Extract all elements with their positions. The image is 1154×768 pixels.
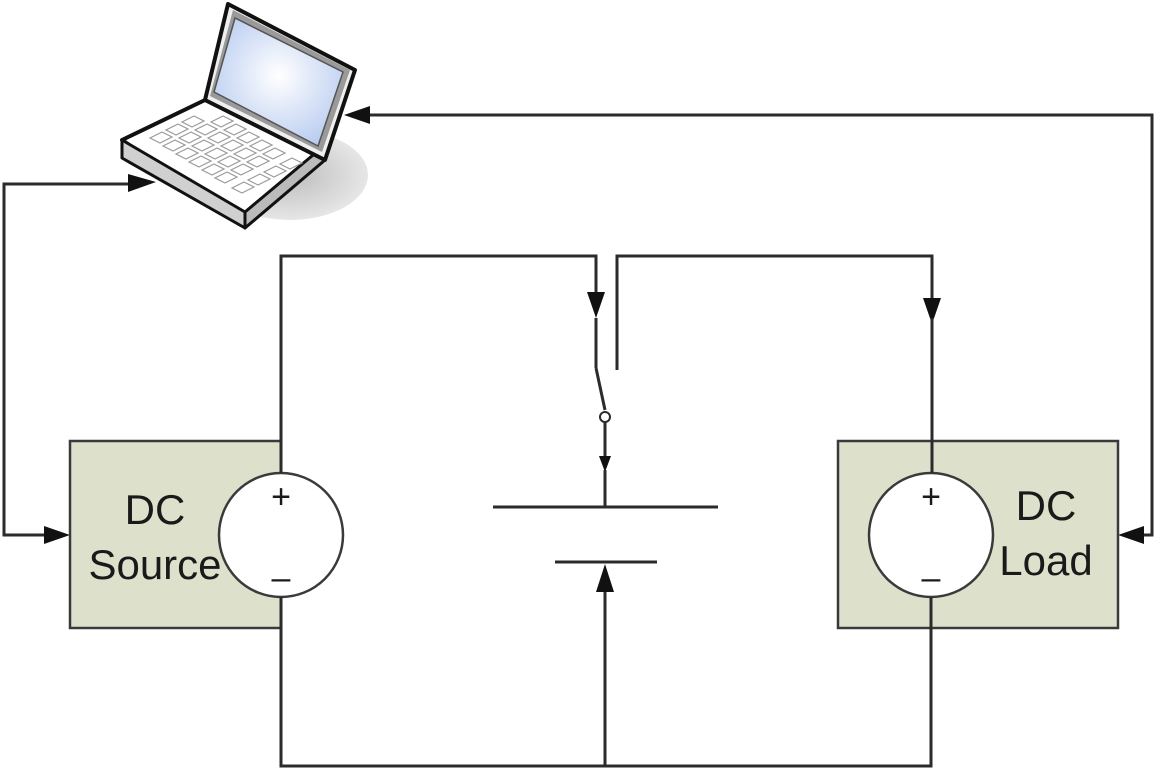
arrow-to-source — [44, 526, 70, 544]
arrow-into-battery — [596, 564, 614, 592]
arrow-into-load — [923, 298, 941, 324]
circuit-wiring — [279, 254, 941, 768]
dc-source-minus: – — [272, 559, 291, 597]
dc-load-label-line1: DC — [1016, 482, 1077, 529]
link-computer-to-source — [2, 174, 156, 544]
arrow-to-load — [1118, 526, 1144, 544]
dc-source-plus: + — [271, 478, 291, 516]
link-computer-to-load — [344, 106, 1154, 544]
arrow-to-laptop-right — [344, 106, 370, 124]
dc-load-label-line2: Load — [999, 537, 1092, 584]
source-positive-wire — [279, 254, 598, 473]
dc-load-minus: – — [922, 559, 941, 597]
arrow-into-switch — [587, 292, 605, 318]
load-positive-wire — [615, 254, 934, 370]
battery-symbol — [493, 505, 718, 766]
arrow-to-laptop-left — [128, 174, 156, 192]
laptop-icon — [120, 2, 368, 230]
dc-load: DC Load + – — [836, 439, 1120, 630]
dc-source-label-line2: Source — [88, 541, 221, 588]
dc-source: DC Source + – — [68, 439, 345, 630]
dc-source-label-line1: DC — [125, 486, 186, 533]
dc-load-plus: + — [921, 478, 941, 516]
switch — [594, 318, 611, 507]
